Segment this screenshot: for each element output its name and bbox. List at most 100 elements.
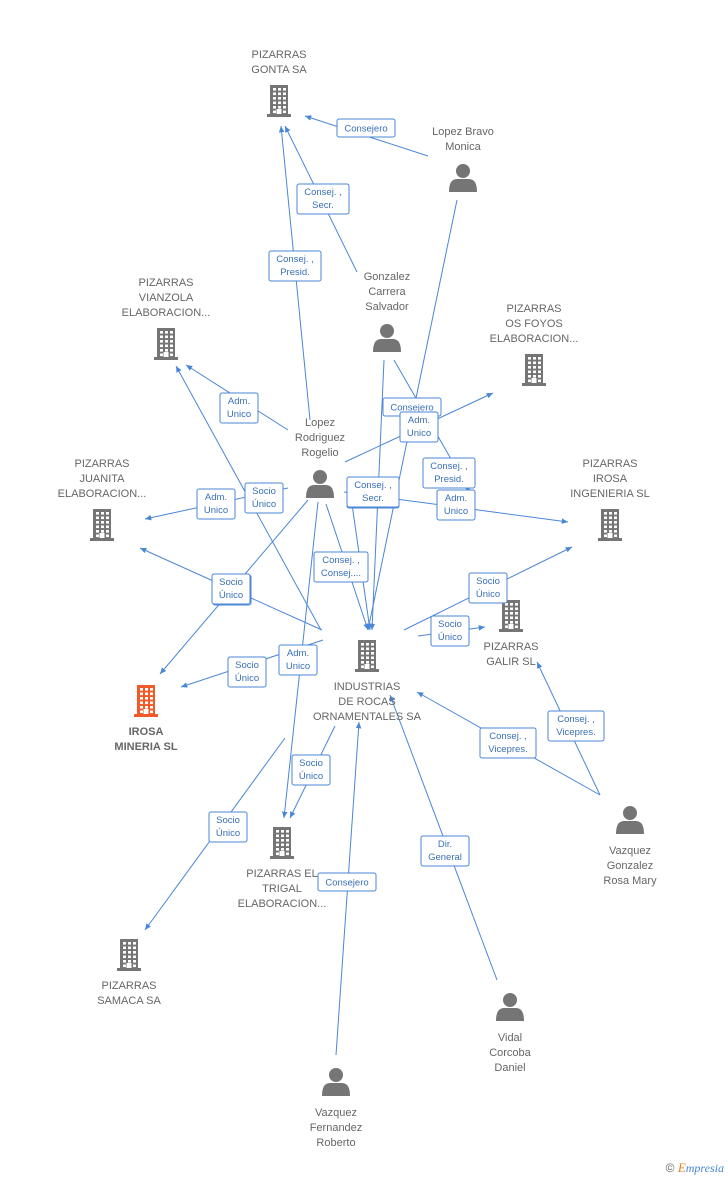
edge-label-text: Consej. ,: [276, 254, 314, 265]
edge-label-text: Secr.: [362, 493, 384, 504]
node-label-line: Vidal: [498, 1032, 522, 1044]
edge-label-text: Presid.: [280, 267, 310, 278]
edge-label-box[interactable]: Adm.Unico: [196, 488, 236, 520]
node-label-line: PIZARRAS: [483, 641, 538, 653]
node-label-line: ELABORACION...: [58, 488, 147, 500]
edge-label-text: Unico: [286, 661, 310, 672]
node-label-line: Corcoba: [489, 1047, 531, 1059]
edge-label-box[interactable]: Consej. ,Presid.: [422, 457, 476, 489]
node-label-line: GALIR SL: [486, 656, 536, 668]
edge-label-frame: [313, 551, 369, 583]
edge-label-frame: [336, 118, 396, 138]
node-label-line: Gonzalez: [607, 860, 653, 872]
node-label-line: ELABORACION...: [238, 898, 327, 910]
edge-label-box[interactable]: Consej. , Consej....: [313, 551, 369, 583]
edge-label-frame: [399, 411, 439, 443]
edge-label-box[interactable]: Adm.Unico: [219, 392, 259, 424]
node-label-line: Salvador: [365, 301, 409, 313]
edge-label-box[interactable]: Consejero: [317, 872, 377, 892]
edge-label-text: Consej. ,: [304, 187, 342, 198]
person-icon: [373, 324, 401, 352]
edge-label-box[interactable]: Consej. ,Secr.: [296, 183, 350, 215]
edge-label-frame: [422, 457, 476, 489]
node-label-line: MINERIA SL: [114, 741, 177, 753]
node-label-line: PIZARRAS: [506, 303, 561, 315]
edge-label-text: Adm.: [408, 415, 430, 426]
edge-label-text: Adm.: [205, 492, 227, 503]
building-icon: [522, 354, 546, 386]
node-label-line: GONTA SA: [251, 64, 307, 76]
building-icon: [154, 328, 178, 360]
edge-label-frame: [211, 573, 251, 605]
edge-label-box[interactable]: Consejero: [336, 118, 396, 138]
node-label-line: IROSA: [593, 473, 628, 485]
edge-label-frame: [420, 835, 470, 867]
node-label-line: SAMACA SA: [97, 995, 161, 1007]
edge-label-frame: [436, 489, 476, 521]
edge-label-text: Consej. ,: [322, 555, 360, 566]
edge-label-frame: [219, 392, 259, 424]
edge-label-frame: [227, 656, 267, 688]
edge-label-box[interactable]: Adm.Unico: [399, 411, 439, 443]
edge-label-frame: [291, 754, 331, 786]
person-icon: [616, 806, 644, 834]
edge-label-box[interactable]: Consej. ,Vicepres.: [547, 710, 605, 742]
edge-label-box[interactable]: Consej. , Presid.: [268, 250, 322, 282]
node-gonta[interactable]: PIZARRAS GONTA SA: [251, 49, 307, 117]
edge-label-box[interactable]: Dir.General: [420, 835, 470, 867]
node-label-line: Lopez: [305, 417, 335, 429]
edge-label-box[interactable]: Consej. ,Secr.: [346, 476, 400, 508]
edge-label-box[interactable]: Adm.Unico: [436, 489, 476, 521]
edge-label-text: Consejero: [344, 124, 387, 135]
edge-label-frame: [346, 476, 400, 508]
edge-label-text: Socio: [219, 577, 243, 588]
node-label-line: PIZARRAS EL: [246, 868, 318, 880]
node-label-line: PIZARRAS: [251, 49, 306, 61]
building-icon: [499, 600, 523, 632]
edge-label-text: Único: [252, 499, 276, 510]
edge-label-frame: [296, 183, 350, 215]
node-label-line: PIZARRAS: [74, 458, 129, 470]
edge-label-box[interactable]: Adm.Unico: [278, 644, 318, 676]
edge-label-frame: [547, 710, 605, 742]
building-icon: [90, 509, 114, 541]
building-icon: [267, 85, 291, 117]
edge-label-text: Consej....: [321, 568, 361, 579]
edge-label-frame: [278, 644, 318, 676]
edge-label-text: Unico: [227, 409, 251, 420]
edge-label-text: Consej. ,: [430, 461, 468, 472]
brand-name: mpresia: [685, 1161, 724, 1175]
edge-label-box[interactable]: Consej. ,Vicepres.: [479, 727, 537, 759]
brand-initial: E: [677, 1160, 686, 1175]
node-irosamineria[interactable]: IROSA MINERIA SL: [114, 685, 178, 753]
node-label-line: Roberto: [316, 1137, 355, 1149]
building-icon: [355, 640, 379, 672]
node-eltrigal[interactable]: PIZARRAS EL TRIGAL ELABORACION...: [238, 827, 327, 910]
node-label-line: TRIGAL: [262, 883, 302, 895]
node-label-line: IROSA: [129, 726, 164, 738]
node-label-line: Rodriguez: [295, 432, 345, 444]
node-galir[interactable]: PIZARRAS GALIR SL: [483, 600, 539, 668]
node-juanita[interactable]: PIZARRASJUANITAELABORACION...: [58, 458, 147, 541]
node-vianzola[interactable]: PIZARRASVIANZOLAELABORACION...: [122, 277, 211, 360]
edge-label-frame: [244, 482, 284, 514]
edge-label-text: Vicepres.: [488, 744, 527, 755]
